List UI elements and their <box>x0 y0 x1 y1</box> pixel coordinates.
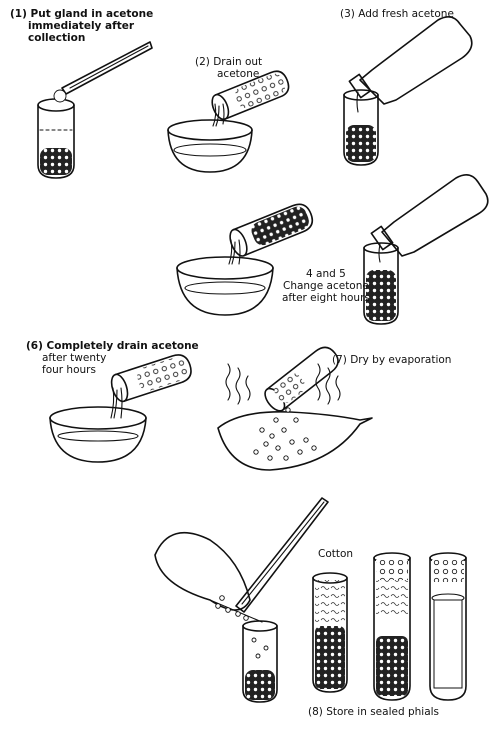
step6-label-line2: after twenty <box>42 352 107 364</box>
step45-label-line1: 4 and 5 <box>306 268 346 280</box>
step3-stream <box>356 91 359 113</box>
step2-dish <box>167 119 253 173</box>
step1-test-tube <box>37 89 75 179</box>
step45-label-line2: Change acetone <box>282 280 369 292</box>
step45-label-line3: after eight hours <box>282 292 370 304</box>
step45-illustration <box>176 174 489 325</box>
step6-dish <box>49 406 147 463</box>
step8-spoon <box>154 531 263 623</box>
step6-label-line1: (6) Completely drain acetone <box>26 340 199 352</box>
step2-illustration <box>167 70 290 173</box>
step6-stream <box>110 387 123 419</box>
step6-label: (6) Completely drain acetone after twent… <box>26 340 199 376</box>
step7-evaporating-dish <box>217 407 373 471</box>
step7-label-line1: (7) Dry by evaporation <box>332 354 452 366</box>
step2-label: (2) Drain out acetone <box>195 56 262 80</box>
step3-test-tube <box>343 89 379 166</box>
step3-illustration <box>343 16 473 166</box>
step1-illustration <box>37 41 153 179</box>
step3-label: (3) Add fresh acetone <box>340 8 454 20</box>
step45-bottle <box>370 174 489 257</box>
step8-label-line1: (8) Store in sealed phials <box>308 706 440 718</box>
step7-label: (7) Dry by evaporation <box>332 354 451 366</box>
step8-illustration <box>154 497 467 703</box>
step1-label-line3: collection <box>28 32 86 44</box>
step2-label-line1: (2) Drain out <box>195 56 263 68</box>
step2-label-line2: acetone <box>217 68 260 80</box>
step1-label-line1: (1) Put gland in acetone <box>10 8 154 20</box>
step6-tilted-tube <box>110 354 192 403</box>
step45-test-tube <box>363 242 399 325</box>
step6-label-line3: four hours <box>42 364 96 376</box>
step7-tilted-tube <box>264 346 339 412</box>
step7-vapor-lines <box>225 363 341 405</box>
step45-label: 4 and 5 Change acetone after eight hours <box>282 268 370 304</box>
step45-dish <box>176 256 274 316</box>
step1-forceps <box>61 41 153 95</box>
step8-filling-tube <box>242 620 278 703</box>
step2-pour-stream <box>212 103 225 127</box>
step3-bottle <box>348 16 473 105</box>
step8-forceps <box>235 497 329 613</box>
step3-label-line1: (3) Add fresh acetone <box>340 8 454 20</box>
step8-label: (8) Store in sealed phials <box>308 706 439 718</box>
step45-stream <box>228 239 241 265</box>
step8-phial-empty <box>429 552 467 701</box>
step6-illustration <box>49 354 192 463</box>
step7-illustration <box>217 346 373 471</box>
step1-label-line2: immediately after <box>28 20 135 32</box>
cotton-label: Cotton <box>318 548 354 560</box>
step2-tilted-tube <box>211 70 290 121</box>
step8-phial-sealed <box>373 552 411 701</box>
step8-phial-cotton <box>312 572 348 693</box>
step1-label: (1) Put gland in acetone immediately aft… <box>10 8 153 44</box>
